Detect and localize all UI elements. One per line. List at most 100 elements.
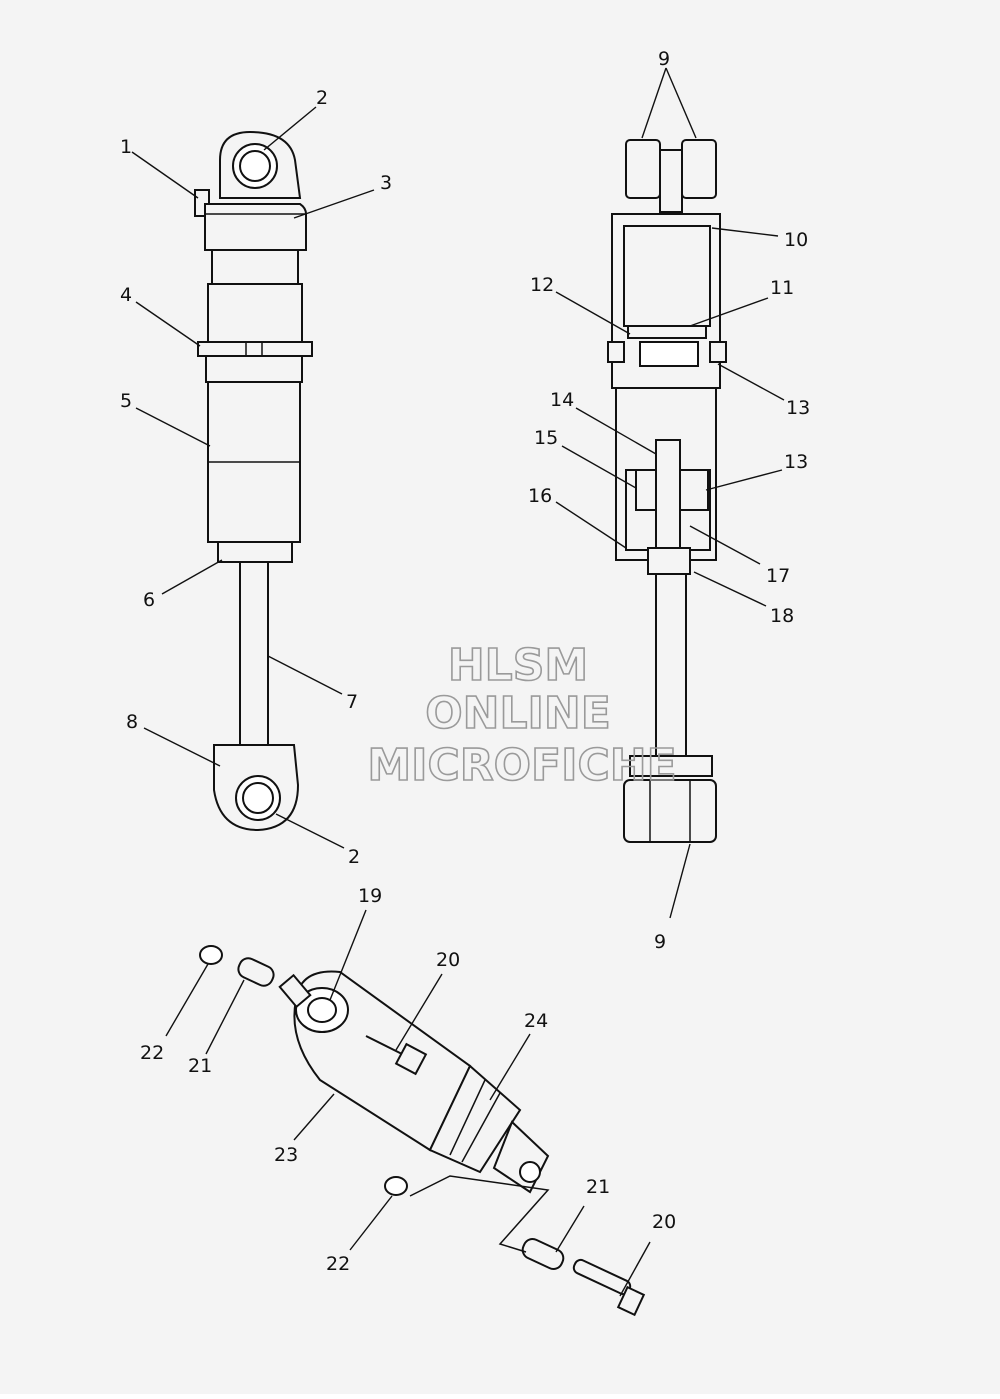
leader-18 — [693, 571, 767, 607]
callout-13-upper: 13 — [786, 397, 810, 419]
top-valve — [278, 973, 312, 1009]
upper-bolt-head — [394, 1042, 428, 1076]
leader-9a-right — [665, 67, 697, 139]
lower-threaded-body — [205, 355, 303, 383]
boot-rib-a — [449, 1079, 486, 1156]
callout-7: 7 — [346, 691, 358, 713]
callout-19: 19 — [358, 885, 382, 907]
leader-13b — [705, 469, 783, 491]
leader-23 — [293, 1093, 335, 1141]
leader-16 — [555, 501, 627, 549]
separator-piston — [627, 325, 707, 339]
boot-rib-b — [461, 1092, 501, 1163]
leader-2a — [263, 106, 317, 151]
callout-17: 17 — [766, 565, 790, 587]
callout-10: 10 — [784, 229, 808, 251]
leader-13a — [717, 363, 785, 401]
upper-body — [211, 249, 299, 285]
callout-20-upper: 20 — [436, 949, 460, 971]
leader-20a — [395, 973, 443, 1051]
leader-lines — [131, 67, 785, 1297]
leader-10 — [711, 227, 779, 237]
lower-washer — [384, 1176, 408, 1196]
lower-bolt-head — [616, 1285, 646, 1317]
leader-22b — [349, 1195, 393, 1251]
callout-22-lower: 22 — [326, 1253, 350, 1275]
leader-2b — [275, 813, 345, 849]
leader-7 — [267, 655, 343, 695]
upper-bolt-shank — [365, 1035, 403, 1055]
callout-9-bottom: 9 — [654, 931, 666, 953]
top-cushion-left — [625, 139, 661, 199]
callout-21-lower: 21 — [586, 1176, 610, 1198]
callout-21-upper: 21 — [188, 1055, 212, 1077]
piston-rod-section — [655, 439, 681, 561]
leader-1 — [131, 151, 199, 199]
callout-14: 14 — [550, 389, 574, 411]
lower-plate — [629, 755, 713, 777]
callout-16: 16 — [528, 485, 552, 507]
leader-9b — [669, 843, 691, 919]
leader-15 — [561, 445, 637, 489]
callout-11: 11 — [770, 277, 794, 299]
callout-3: 3 — [380, 172, 392, 194]
exploded-shock-assembly — [199, 945, 646, 1317]
callout-18: 18 — [770, 605, 794, 627]
watermark: HLSM ONLINE MICROFICHE — [367, 639, 678, 792]
assembly-alignment-line — [409, 1175, 550, 1253]
seal-head — [647, 547, 691, 575]
callout-20-lower: 20 — [652, 1211, 676, 1233]
leader-3 — [293, 189, 375, 219]
callout-2-top: 2 — [316, 87, 328, 109]
leader-9a-left — [641, 67, 667, 139]
leader-19 — [329, 909, 367, 1001]
callout-12: 12 — [530, 274, 554, 296]
leader-22a — [165, 963, 209, 1037]
shaft — [239, 561, 269, 753]
top-eye-inner — [307, 997, 337, 1023]
upper-chamber — [623, 225, 711, 327]
body-cap — [204, 203, 307, 251]
callout-labels: 1 2 3 4 5 6 7 8 2 9 10 11 12 13 14 15 13… — [120, 48, 810, 1275]
leader-4 — [135, 301, 201, 347]
leader-12 — [555, 291, 631, 335]
bottom-cushion — [623, 779, 717, 843]
lower-eye-hole — [519, 1161, 541, 1183]
lower-spacer — [521, 1238, 565, 1270]
left-shock-assembly — [194, 130, 313, 832]
upper-spacer — [237, 957, 275, 987]
adjuster-ring — [197, 341, 313, 357]
clip-left — [607, 341, 625, 363]
callout-4: 4 — [120, 284, 132, 306]
watermark-line-2: ONLINE — [425, 688, 611, 739]
threaded-body — [207, 283, 303, 343]
leader-6 — [161, 559, 223, 595]
callout-2-bottom: 2 — [348, 846, 360, 868]
piston-ring — [639, 341, 699, 367]
leader-21b — [555, 1205, 585, 1253]
long-rod — [655, 573, 687, 761]
watermark-line-1: HLSM — [448, 640, 588, 691]
callout-22-upper: 22 — [140, 1042, 164, 1064]
leader-17 — [689, 525, 761, 565]
leader-8 — [143, 727, 221, 767]
leader-20b — [619, 1241, 651, 1297]
callout-24: 24 — [524, 1010, 548, 1032]
top-bushing-inner — [239, 150, 271, 182]
top-mount-core — [659, 149, 683, 213]
callout-6: 6 — [143, 589, 155, 611]
upper-washer — [199, 945, 223, 965]
watermark-line-3: MICROFICHE — [367, 740, 676, 791]
clip-right — [709, 341, 727, 363]
top-cushion-right — [681, 139, 717, 199]
leader-21a — [205, 979, 245, 1055]
leader-24 — [489, 1033, 531, 1101]
bottom-bushing-inner — [242, 782, 274, 814]
callout-8: 8 — [126, 711, 138, 733]
callout-23: 23 — [274, 1144, 298, 1166]
callout-15: 15 — [534, 427, 558, 449]
callout-13-lower: 13 — [784, 451, 808, 473]
boot — [428, 1064, 522, 1174]
